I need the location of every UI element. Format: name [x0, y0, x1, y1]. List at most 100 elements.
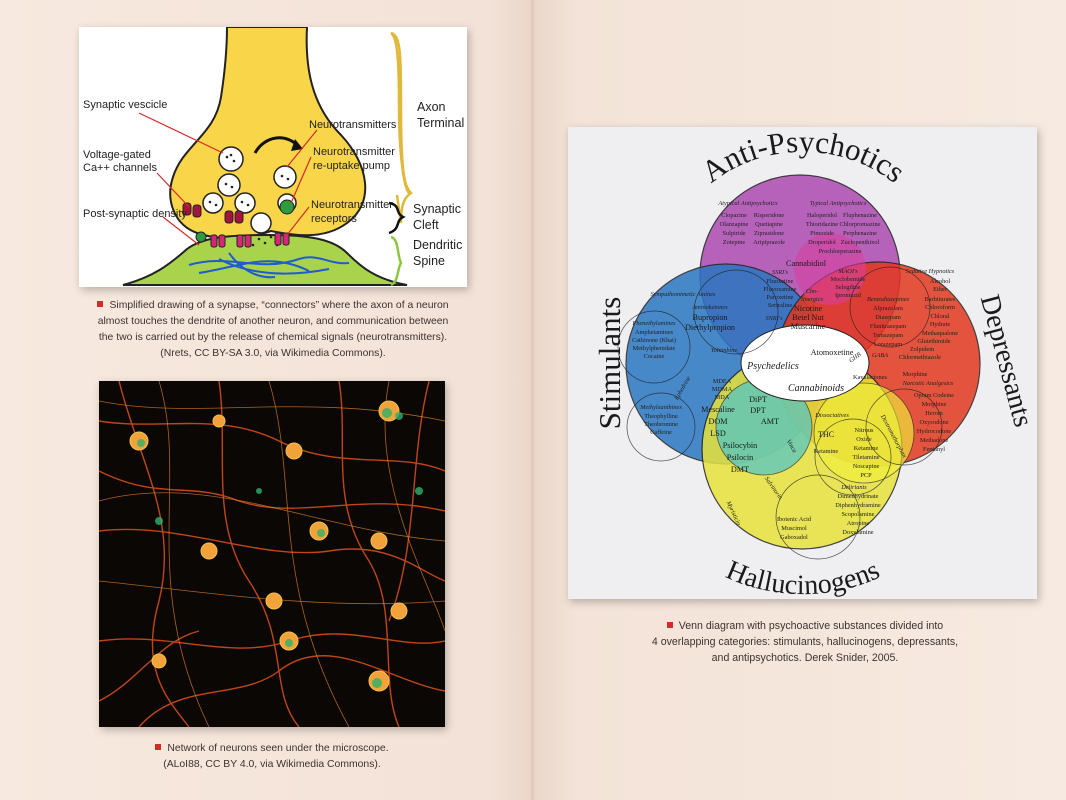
benzo-item: Flunitrazepam [870, 323, 906, 330]
atypical-item: Clopazine [721, 212, 747, 219]
ssri-title: SSRI's [772, 269, 789, 276]
yohimbine: Yohimbine [711, 347, 738, 354]
prochlorperazine: Prochlorperazine [818, 248, 861, 255]
sedative-item: Barbiturates [925, 296, 956, 303]
maoi-item: Moclobemide [831, 276, 866, 283]
label-cleft: Cleft [413, 218, 439, 232]
aminoketone-item: Diethylpropion [685, 323, 735, 332]
sedative-title: Sedative Hypnotics [906, 268, 955, 275]
deliriant-item: Diphenhydramine [835, 502, 881, 509]
ibotenic-item: Muscimol [781, 525, 807, 532]
maoi-item: Iproniazid [835, 292, 862, 299]
psychedelic-item: Psilocybin [723, 441, 758, 450]
typical-item: Thioridazine [806, 221, 838, 228]
dissociative-item: Noscapine [853, 463, 880, 470]
phenethyl-item: Cathinone (Khat) [632, 337, 676, 344]
opioid-item: Fentanyl [923, 446, 945, 453]
label-receptors-1: Neurotransmitter [311, 199, 393, 211]
ssri-item: Paroxetine [767, 294, 794, 301]
cannabidiol: Cannabidiol [786, 259, 827, 268]
thc-label: THC [818, 430, 835, 439]
sedative-item: Chlormethiazole [899, 354, 941, 361]
benzo-item: Lorazepam [874, 341, 902, 348]
label-spine: Spine [413, 254, 445, 268]
dissociative-item: Ketamine [854, 445, 879, 452]
typical-item: Chlorpromazine [840, 221, 881, 228]
mdma-item: MDMA [712, 386, 733, 393]
sympathomimetic-title: Sympathomimetic Amines [651, 291, 716, 298]
receptors [210, 232, 290, 248]
psychedelic-item: Mescaline [701, 405, 735, 414]
benzo-item: Alprazolam [873, 305, 903, 312]
xanthine-item: Theophylline [644, 413, 678, 420]
opioid-item: Methadone [920, 437, 949, 444]
psychedelics-label: Psychedelics [746, 361, 799, 372]
label-terminal: Terminal [417, 116, 464, 130]
deliriant-item: Atropine [847, 520, 870, 527]
sedative-item: Chloroform [925, 304, 955, 311]
cannabinoids-label: Cannabinoids [788, 383, 844, 394]
gaba-label: GABA [872, 352, 888, 359]
typical-item: Haloperidol [807, 212, 837, 219]
psychedelic-item: LSD [710, 429, 726, 438]
snri-label: SNRI's [765, 315, 783, 322]
dissociatives-title: Dissociatives [814, 412, 849, 419]
label-post-synaptic-density: Post-synaptic density [83, 208, 187, 220]
typical-item: Perphenazine [843, 230, 877, 237]
label-reuptake-2: re-uptake pump [313, 160, 390, 172]
xanthine-item: Caffeine [650, 429, 672, 436]
ssri-item: Fluoxetine [767, 278, 794, 285]
label-synaptic: Synaptic [413, 202, 461, 216]
opioid-item: Hydrocodone [917, 428, 951, 435]
deliriant-item: Doxylamine [842, 529, 873, 536]
morphine-label: Morphine [903, 371, 928, 378]
label-voltage-gated: Voltage-gated [83, 149, 151, 161]
deliriants-title: Deliriants [840, 484, 867, 491]
reuptake-pump [279, 199, 295, 215]
dissociative-item: Nitrous [855, 427, 874, 434]
mdma-item: MDEA [713, 378, 732, 385]
atypical-item: Olanzapine [720, 221, 749, 228]
cholinergic-item: Betel Nut [792, 313, 824, 322]
label-synaptic-vesicle: Synaptic vescicle [83, 99, 167, 111]
methylxanthines-title: Methylxanthines [639, 404, 682, 411]
psychedelic-item: DMT [731, 465, 749, 474]
atypical-item: Sulpiride [722, 230, 745, 237]
tryptamine-item: DPT [750, 406, 765, 415]
dendritic-spine-shape [122, 233, 408, 286]
atypical-item: Ziprasidone [754, 230, 784, 237]
phenethyl-item: Cocaine [644, 353, 665, 360]
opioid-item: Oxycodone [919, 419, 948, 426]
sedative-item: Methaqualone [922, 330, 958, 337]
caption-bullet [97, 301, 104, 307]
typical-item: Pimozide [810, 230, 834, 237]
ibotenic-item: Ibotenic Acid [777, 516, 812, 523]
typical-title: Typical Antipsychotics [810, 200, 867, 207]
book-spine [531, 0, 534, 800]
neurons-caption: Network of neurons seen under the micros… [99, 741, 445, 773]
calcium-channels [182, 202, 244, 224]
atomoxetine: Atomoxetine [811, 348, 854, 357]
dissociative-item: PCP [860, 472, 872, 479]
psychedelic-item: Psilocin [727, 453, 753, 462]
typical-item: Fluphenazine [843, 212, 877, 219]
cholinergics-label: linergics [801, 296, 823, 303]
phenethyl-item: Methylphenidate [633, 345, 676, 352]
venn-diagram: Anti-Psychotics Stimulants Depressants H… [568, 127, 1037, 599]
typical-item: Droperidol [808, 239, 836, 246]
sedative-item: Zolpidem [910, 346, 935, 353]
label-neurotransmitters: Neurotransmitters [309, 119, 397, 131]
mdma-item: MDA [715, 394, 730, 401]
venn-caption: Venn diagram with psychoactive substance… [651, 620, 959, 664]
caption-bullet [666, 622, 673, 628]
xanthine-item: Theobromine [644, 421, 678, 428]
title-stimulants: Stimulants [592, 297, 627, 430]
sedative-item: Hydrate [930, 321, 950, 328]
cholinergic-item: Muscarine [791, 322, 826, 331]
dissociative-item: Tiletamine [852, 454, 879, 461]
atypical-item: Quetiapine [755, 221, 783, 228]
sedative-item: Glutethimide [917, 338, 950, 345]
deliriant-item: Scopolamine [842, 511, 875, 518]
benzo-item: Diazepam [875, 314, 901, 321]
aminoketones-title: Aminoketones [691, 304, 728, 311]
